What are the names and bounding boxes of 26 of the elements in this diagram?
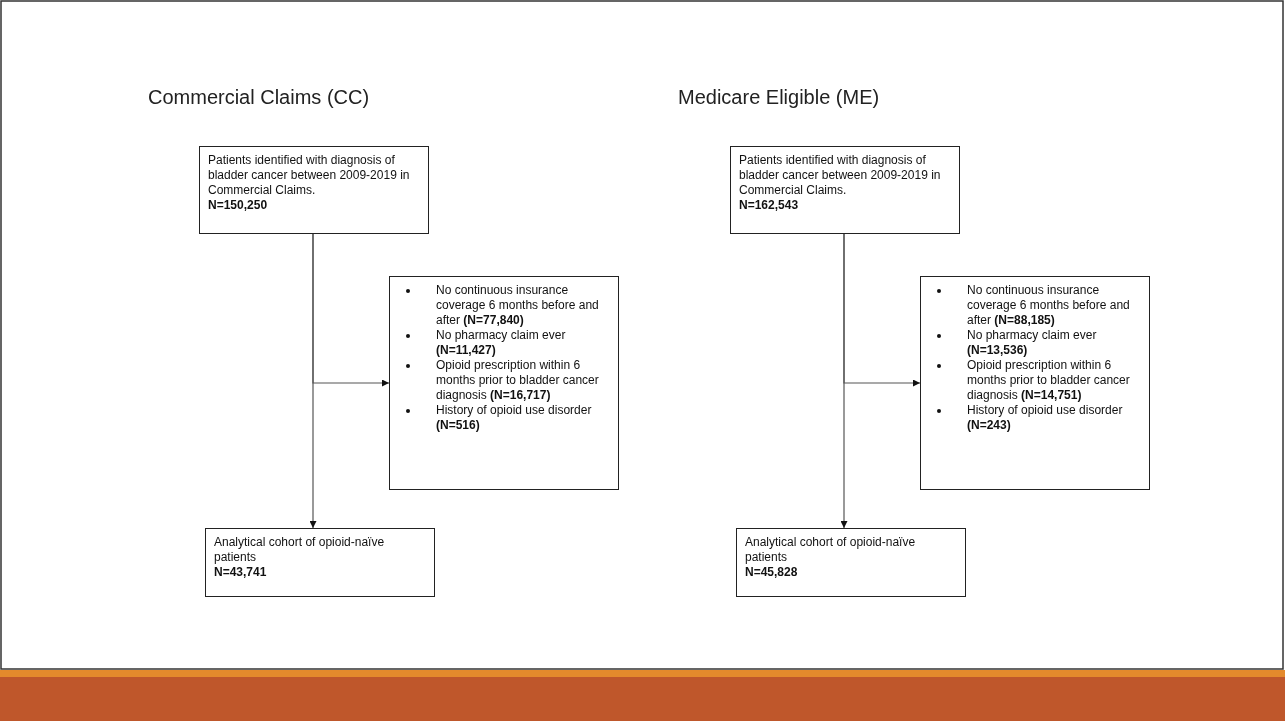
process-box [730,146,960,234]
exclusion-criterion: History of opioid use disorder (N=516) [436,403,592,432]
process-box [736,528,966,597]
exclusion-criterion: Opioid prescription within 6 months prior to bladder cancer diagnosis (N=14,751) [967,358,1130,402]
panel-heading: Commercial Claims (CC) [148,86,370,109]
exclusion-criterion: History of opioid use disorder (N=243) [967,403,1123,432]
box-description: Patients identified with diagnosis of bladder cancer between 2009-2019 in Commercial Claims. [208,153,411,198]
arrow [843,233,921,387]
exclusion-criterion: No pharmacy claim ever (N=13,536) [967,328,1097,357]
exclusion-criterion: No continuous insurance coverage 6 months before and after (N=88,185) [967,283,1130,327]
arrow [312,233,390,387]
exclusion-box [920,276,1150,490]
box-description: Patients identified with diagnosis of bladder cancer between 2009-2019 in Commercial Claims. [739,153,942,198]
box-description: Analytical cohort of opioid-naïve patients [214,535,386,565]
patient-count: N=162,543 [739,198,800,213]
patient-count: N=45,828 [745,565,799,580]
exclusion-criterion: No continuous insurance coverage 6 months before and after (N=77,840) [436,283,599,327]
exclusion-criterion: Opioid prescription within 6 months prior to bladder cancer diagnosis (N=16,717) [436,358,599,402]
patient-count: N=150,250 [208,198,269,213]
patient-count: N=43,741 [214,565,268,580]
process-box [205,528,435,597]
process-box [199,146,429,234]
exclusion-criterion: No pharmacy claim ever (N=11,427) [436,328,566,357]
exclusion-box [389,276,619,490]
box-description: Analytical cohort of opioid-naïve patients [745,535,917,565]
panel-heading: Medicare Eligible (ME) [678,86,880,109]
